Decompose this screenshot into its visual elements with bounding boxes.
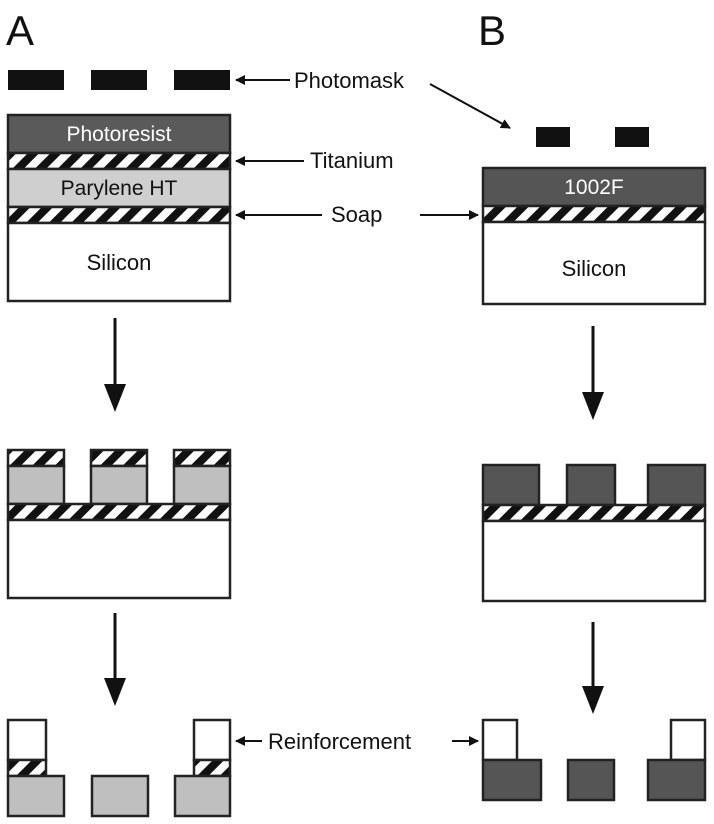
titanium-layer-a: [6, 151, 232, 171]
titanium-callout: Titanium: [310, 148, 394, 173]
panel-label-a: A: [6, 7, 34, 54]
stage2-b: [481, 463, 707, 603]
su8-layer: [481, 166, 707, 208]
stage2-a: [6, 448, 232, 600]
photomask-callout: Photomask: [294, 68, 405, 93]
process-arrow-b-2: [582, 622, 604, 714]
process-arrow-a-2: [104, 613, 126, 706]
photomask-arrow-b: [429, 83, 511, 129]
photomask-b: [536, 127, 649, 147]
reinforcement-callout: Reinforcement: [268, 729, 411, 754]
process-arrow-a-1: [104, 318, 126, 412]
silicon-label-a: Silicon: [87, 250, 152, 275]
panel-label-b: B: [478, 7, 506, 54]
silicon-label-b: Silicon: [562, 256, 627, 281]
stage3-b: [481, 718, 707, 802]
photomask-a: [8, 70, 230, 90]
soap-callout: Soap: [331, 202, 382, 227]
stage3-a: [6, 718, 232, 818]
parylene-label: Parylene HT: [61, 177, 178, 200]
photoresist-label: Photoresist: [66, 123, 171, 146]
silicon-layer-b: [481, 220, 707, 306]
silicon-layer-a: [6, 221, 232, 303]
su8-label: 1002F: [564, 176, 624, 199]
soap-layer-a: [6, 205, 232, 225]
process-arrow-b-1: [582, 326, 604, 420]
soap-layer-b: [481, 204, 707, 224]
